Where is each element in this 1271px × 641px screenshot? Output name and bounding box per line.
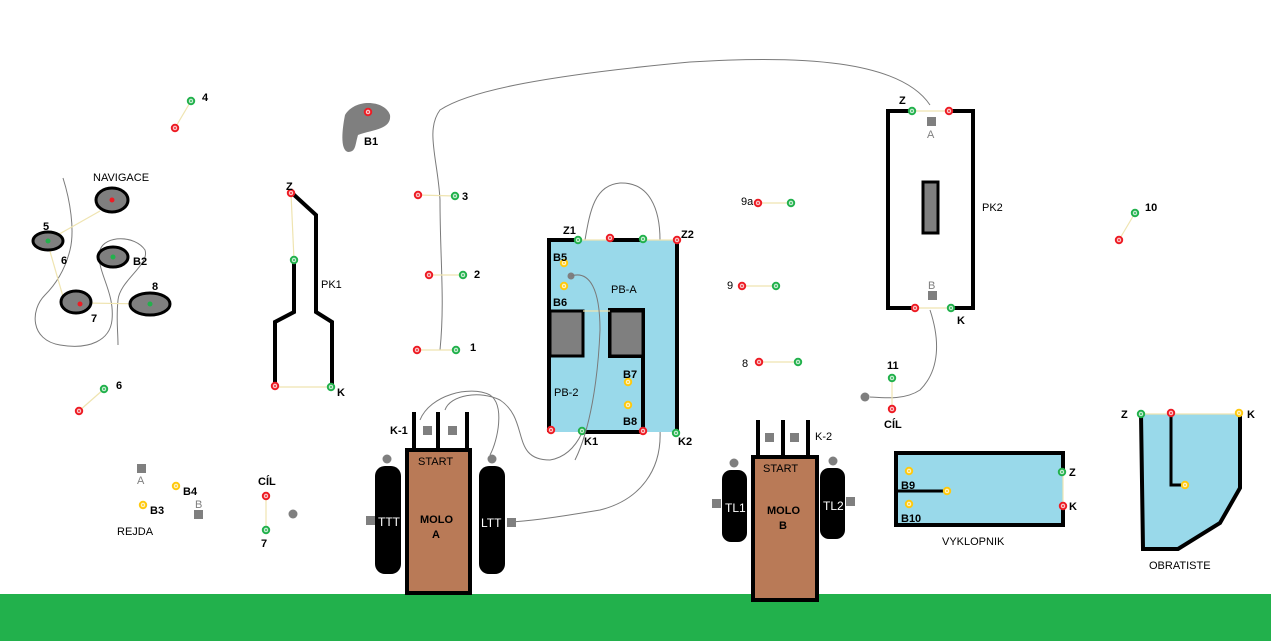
svg-text:B7: B7: [623, 369, 637, 381]
svg-text:K-1: K-1: [390, 425, 408, 437]
svg-text:K: K: [1069, 501, 1077, 513]
gate-9a: 9a: [741, 196, 796, 208]
gate-8: 8: [742, 357, 803, 370]
svg-text:8: 8: [742, 358, 748, 370]
svg-text:B6: B6: [553, 297, 567, 309]
svg-text:2: 2: [474, 269, 480, 281]
svg-text:Z: Z: [899, 95, 906, 107]
svg-text:7: 7: [261, 538, 267, 550]
svg-text:LTT: LTT: [481, 516, 502, 530]
svg-text:K: K: [957, 315, 965, 327]
svg-text:CÍL: CÍL: [884, 418, 902, 431]
svg-text:K1: K1: [584, 436, 598, 448]
svg-text:TTT: TTT: [378, 515, 401, 529]
pk2-box: A B Z K PK2: [886, 95, 1003, 327]
svg-text:TL1: TL1: [725, 501, 746, 515]
gate-3: 3: [413, 190, 468, 203]
svg-text:Z: Z: [286, 181, 293, 193]
obratiste-title: OBRATISTE: [1149, 560, 1211, 572]
island-b1: B1: [342, 102, 391, 152]
svg-text:Z: Z: [1069, 467, 1076, 479]
svg-text:K: K: [337, 387, 345, 399]
gate-9: 9: [727, 280, 781, 292]
vyklopnik: B9 B10 Z K VYKLOPNIK: [894, 451, 1077, 548]
vyklopnik-title: VYKLOPNIK: [942, 536, 1005, 548]
pk2-title: PK2: [982, 202, 1003, 214]
gate-6: 6: [74, 380, 122, 416]
svg-text:B3: B3: [150, 505, 164, 517]
svg-text:A: A: [432, 529, 440, 541]
rejda-title: REJDA: [117, 526, 154, 538]
svg-text:3: 3: [462, 191, 468, 203]
svg-text:A: A: [927, 129, 935, 141]
svg-text:11: 11: [887, 360, 899, 372]
pb-a-title: PB-A: [611, 284, 637, 296]
svg-text:START: START: [763, 463, 798, 475]
svg-text:MOLO: MOLO: [420, 514, 453, 526]
svg-text:TL2: TL2: [823, 499, 844, 513]
gate-1: 1: [412, 342, 476, 355]
finish-right: 11 CÍL: [860, 360, 902, 431]
svg-text:B: B: [195, 499, 202, 511]
svg-text:Z2: Z2: [681, 229, 694, 241]
svg-text:CÍL: CÍL: [258, 475, 276, 488]
svg-text:START: START: [418, 456, 453, 468]
svg-text:B1: B1: [364, 136, 378, 148]
gate-4: 4: [170, 92, 209, 133]
svg-text:6: 6: [116, 380, 122, 392]
svg-text:B4: B4: [183, 486, 198, 498]
molo-b: K-2 START MOLO B TL1 TL2: [712, 420, 855, 602]
svg-text:B10: B10: [901, 513, 921, 525]
svg-text:B: B: [779, 520, 787, 532]
pk1-channel: Z PK1 K: [270, 181, 345, 399]
svg-text:7: 7: [91, 313, 97, 325]
svg-text:B2: B2: [133, 256, 147, 268]
obratiste: Z K OBRATISTE: [1121, 408, 1255, 572]
svg-text:MOLO: MOLO: [767, 505, 800, 517]
finish-left: CÍL 7: [258, 475, 298, 550]
svg-text:B5: B5: [553, 252, 567, 264]
svg-text:10: 10: [1145, 202, 1157, 214]
svg-text:5: 5: [43, 221, 49, 233]
svg-text:8: 8: [152, 281, 158, 293]
svg-text:K: K: [1247, 409, 1255, 421]
pb-2-title: PB-2: [554, 387, 578, 399]
island-7: [59, 289, 93, 315]
svg-text:B8: B8: [623, 416, 637, 428]
svg-text:1: 1: [470, 342, 476, 354]
svg-text:B9: B9: [901, 480, 915, 492]
svg-text:9: 9: [727, 280, 733, 292]
navigace-title: NAVIGACE: [93, 172, 149, 184]
svg-text:K-2: K-2: [815, 431, 832, 443]
pool-pb: Z1 Z2 B5 B6 B7 B8 K1 K2 PB-A PB-2: [546, 225, 694, 461]
gate-10: 10: [1114, 202, 1157, 245]
svg-text:K2: K2: [678, 436, 692, 448]
molo-a: K-1 START MOLO A TTT LTT: [366, 412, 516, 595]
gate-2: 2: [424, 269, 480, 281]
svg-text:Z: Z: [1121, 409, 1128, 421]
rejda-area: A B B4 B3 REJDA: [117, 464, 203, 538]
route-lines: [34, 58, 938, 523]
navigace-area: NAVIGACE 5 6 B2 7 8: [31, 172, 172, 325]
pk1-title: PK1: [321, 279, 342, 291]
grass-shore: [0, 594, 1271, 641]
svg-text:B: B: [928, 280, 935, 292]
svg-text:A: A: [137, 475, 145, 487]
svg-text:4: 4: [202, 92, 209, 104]
svg-text:6: 6: [61, 255, 67, 267]
svg-text:Z1: Z1: [563, 225, 576, 237]
svg-text:9a: 9a: [741, 196, 754, 208]
